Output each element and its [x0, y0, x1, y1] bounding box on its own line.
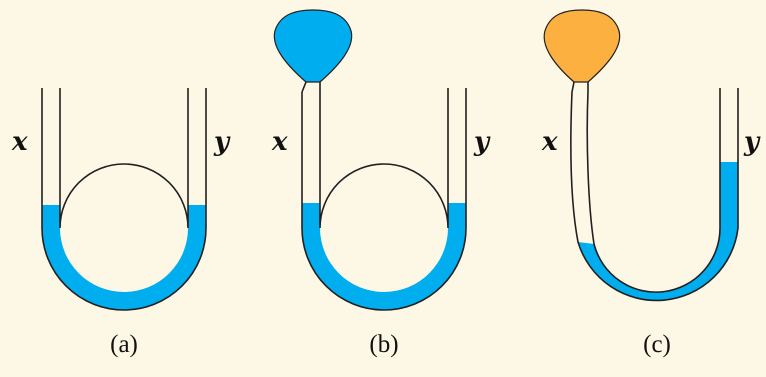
- u-tube-outer-wall-a: [41, 88, 207, 311]
- u-tube-outer-wall-c: [570, 88, 739, 302]
- gas-bulb-b: [273, 9, 353, 83]
- bulb-neck-b: [301, 81, 321, 93]
- u-tube-outer-wall-b: [301, 88, 467, 311]
- u-tube-inner-wall-b: [319, 88, 449, 229]
- bulb-neck-c: [571, 81, 589, 93]
- left-arm-label-c: x: [541, 127, 558, 157]
- u-tube-inner-wall-c: [586, 88, 721, 293]
- panel-b: x y (b): [271, 9, 491, 358]
- gas-bulb-c: [543, 9, 621, 83]
- panel-a: x y (a): [11, 88, 231, 358]
- right-arm-label-b: y: [473, 127, 491, 157]
- left-arm-label-a: x: [11, 127, 28, 157]
- caption-b: (b): [369, 331, 398, 358]
- right-arm-label-a: y: [213, 127, 231, 157]
- right-arm-label-c: y: [743, 127, 761, 157]
- liquid-fill-a: [42, 205, 206, 310]
- panel-c: x y (c): [541, 9, 761, 358]
- caption-c: (c): [643, 331, 671, 358]
- left-arm-label-b: x: [271, 127, 288, 157]
- liquid-fill-c: [578, 162, 738, 301]
- liquid-fill-b: [302, 203, 466, 310]
- caption-a: (a): [110, 331, 138, 358]
- u-tube-inner-wall-a: [59, 88, 189, 229]
